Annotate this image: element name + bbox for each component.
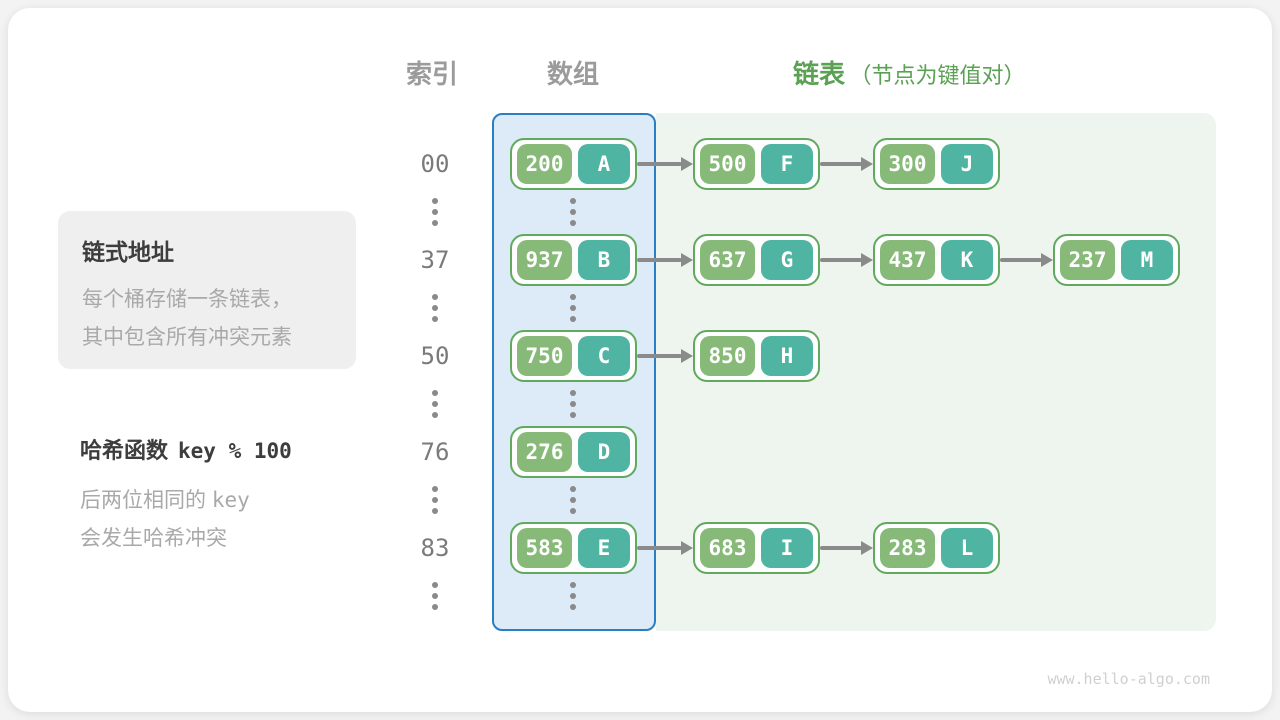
node-key: 750 — [517, 336, 572, 376]
node-value: M — [1121, 240, 1173, 280]
hash-function-note: 哈希函数 key % 100 后两位相同的 key 会发生哈希冲突 — [80, 433, 292, 558]
hash-function-code: key % 100 — [178, 439, 292, 463]
column-header-list-group: 链表 （节点为键值对） — [793, 54, 1025, 91]
arrow-icon — [820, 157, 873, 171]
chaining-info-title: 链式地址 — [82, 239, 174, 265]
arrow-icon — [1000, 253, 1053, 267]
index-label: 37 — [420, 246, 450, 274]
node-value: I — [761, 528, 813, 568]
index-label: 50 — [420, 342, 450, 370]
arrow-icon — [637, 349, 693, 363]
node-value: C — [578, 336, 630, 376]
column-header-list-note: （节点为键值对） — [849, 63, 1026, 88]
node-value: J — [941, 144, 993, 184]
node-value: A — [578, 144, 630, 184]
ellipsis-icon — [431, 294, 439, 322]
node-value: L — [941, 528, 993, 568]
ellipsis-icon — [431, 486, 439, 514]
hash-note-line-2: 会发生哈希冲突 — [80, 527, 227, 550]
diagram-card: 索引 数组 链表 （节点为键值对） 链式地址 每个桶存储一条链表， 其中包含所有… — [8, 8, 1272, 712]
ellipsis-icon — [431, 582, 439, 610]
node-key: 237 — [1060, 240, 1115, 280]
node-value: K — [941, 240, 993, 280]
ellipsis-icon — [569, 486, 577, 514]
index-label: 76 — [420, 438, 450, 466]
hash-function-title: 哈希函数 key % 100 — [80, 433, 292, 465]
node-key: 583 — [517, 528, 572, 568]
node-value: H — [761, 336, 813, 376]
node-value: D — [578, 432, 630, 472]
hash-note-line-1-text: 后两位相同的 — [80, 489, 206, 512]
node-key: 637 — [700, 240, 755, 280]
column-header-index: 索引 — [405, 59, 458, 89]
chaining-info-line-2: 其中包含所有冲突元素 — [82, 326, 292, 349]
node-key: 283 — [880, 528, 935, 568]
ellipsis-icon — [431, 198, 439, 226]
ellipsis-icon — [569, 390, 577, 418]
node-key: 300 — [880, 144, 935, 184]
node-value: F — [761, 144, 813, 184]
ellipsis-icon — [569, 582, 577, 610]
arrow-icon — [637, 157, 693, 171]
ellipsis-icon — [569, 294, 577, 322]
ellipsis-icon — [431, 390, 439, 418]
chaining-info-line-1: 每个桶存储一条链表， — [82, 288, 292, 311]
index-label: 00 — [420, 150, 450, 178]
arrow-icon — [820, 253, 873, 267]
watermark: www.hello-algo.com — [1047, 670, 1210, 688]
ellipsis-icon — [569, 198, 577, 226]
index-label: 83 — [420, 534, 450, 562]
node-key: 850 — [700, 336, 755, 376]
node-key: 683 — [700, 528, 755, 568]
node-key: 500 — [700, 144, 755, 184]
node-key: 437 — [880, 240, 935, 280]
hash-function-label: 哈希函数 — [80, 438, 169, 463]
chaining-info-box: 链式地址 每个桶存储一条链表， 其中包含所有冲突元素 — [58, 211, 356, 369]
hash-note-line-1: 后两位相同的 key — [80, 481, 292, 520]
node-key: 200 — [517, 144, 572, 184]
node-value: E — [578, 528, 630, 568]
hash-note-line-1-code: key — [211, 488, 250, 512]
node-value: G — [761, 240, 813, 280]
column-header-array: 数组 — [546, 59, 599, 89]
node-value: B — [578, 240, 630, 280]
node-key: 937 — [517, 240, 572, 280]
arrow-icon — [637, 541, 693, 555]
arrow-icon — [820, 541, 873, 555]
arrow-icon — [637, 253, 693, 267]
column-header-list: 链表 — [793, 59, 846, 89]
node-key: 276 — [517, 432, 572, 472]
